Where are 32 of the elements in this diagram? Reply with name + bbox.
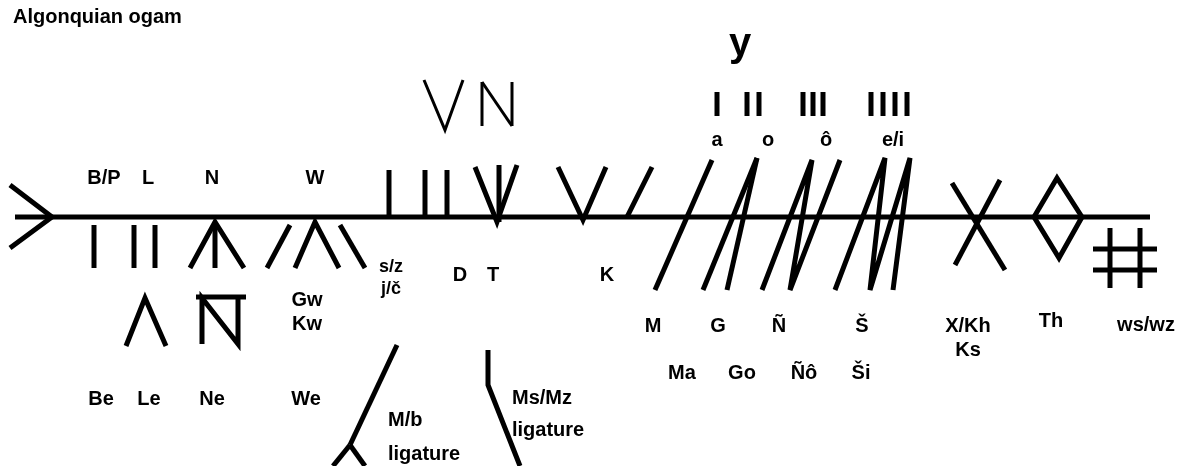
- phoneme-label: Ma: [667, 360, 697, 384]
- phoneme-label: G: [709, 313, 727, 337]
- phoneme-label: Ñô: [789, 360, 819, 384]
- phoneme-label: M/b ligature: [388, 407, 462, 466]
- phoneme-label: W: [304, 165, 326, 189]
- phoneme-label: Le: [136, 386, 162, 410]
- phoneme-label: We: [290, 386, 322, 410]
- phoneme-label: D: [451, 262, 469, 286]
- phoneme-label: N: [203, 165, 221, 189]
- phoneme-label: Ši: [850, 360, 872, 384]
- phoneme-label: Gw Kw: [290, 287, 324, 335]
- phoneme-label: s/z j/č: [378, 255, 404, 299]
- phoneme-label: Š: [854, 313, 870, 337]
- phoneme-label: Go: [727, 360, 757, 384]
- phoneme-label: a: [710, 127, 724, 151]
- phoneme-label: K: [598, 262, 616, 286]
- phoneme-label: e/i: [880, 127, 906, 151]
- phoneme-label: Th: [1037, 308, 1065, 332]
- phoneme-label: ô: [818, 127, 834, 151]
- phoneme-label: Ne: [198, 386, 226, 410]
- phoneme-label: ws/wz: [1116, 312, 1176, 336]
- diagram-title: Algonquian ogam: [13, 4, 182, 28]
- phoneme-label: M: [643, 313, 663, 337]
- phoneme-label: Ms/Mz ligature: [512, 385, 586, 442]
- phoneme-label: L: [140, 165, 156, 189]
- phoneme-label: y: [727, 20, 753, 64]
- phoneme-label: Be: [87, 386, 115, 410]
- phoneme-label: o: [760, 127, 776, 151]
- phoneme-label: T: [485, 262, 501, 286]
- phoneme-label: B/P: [86, 165, 122, 189]
- phoneme-label: X/Kh Ks: [944, 313, 992, 361]
- phoneme-label: Ñ: [770, 313, 788, 337]
